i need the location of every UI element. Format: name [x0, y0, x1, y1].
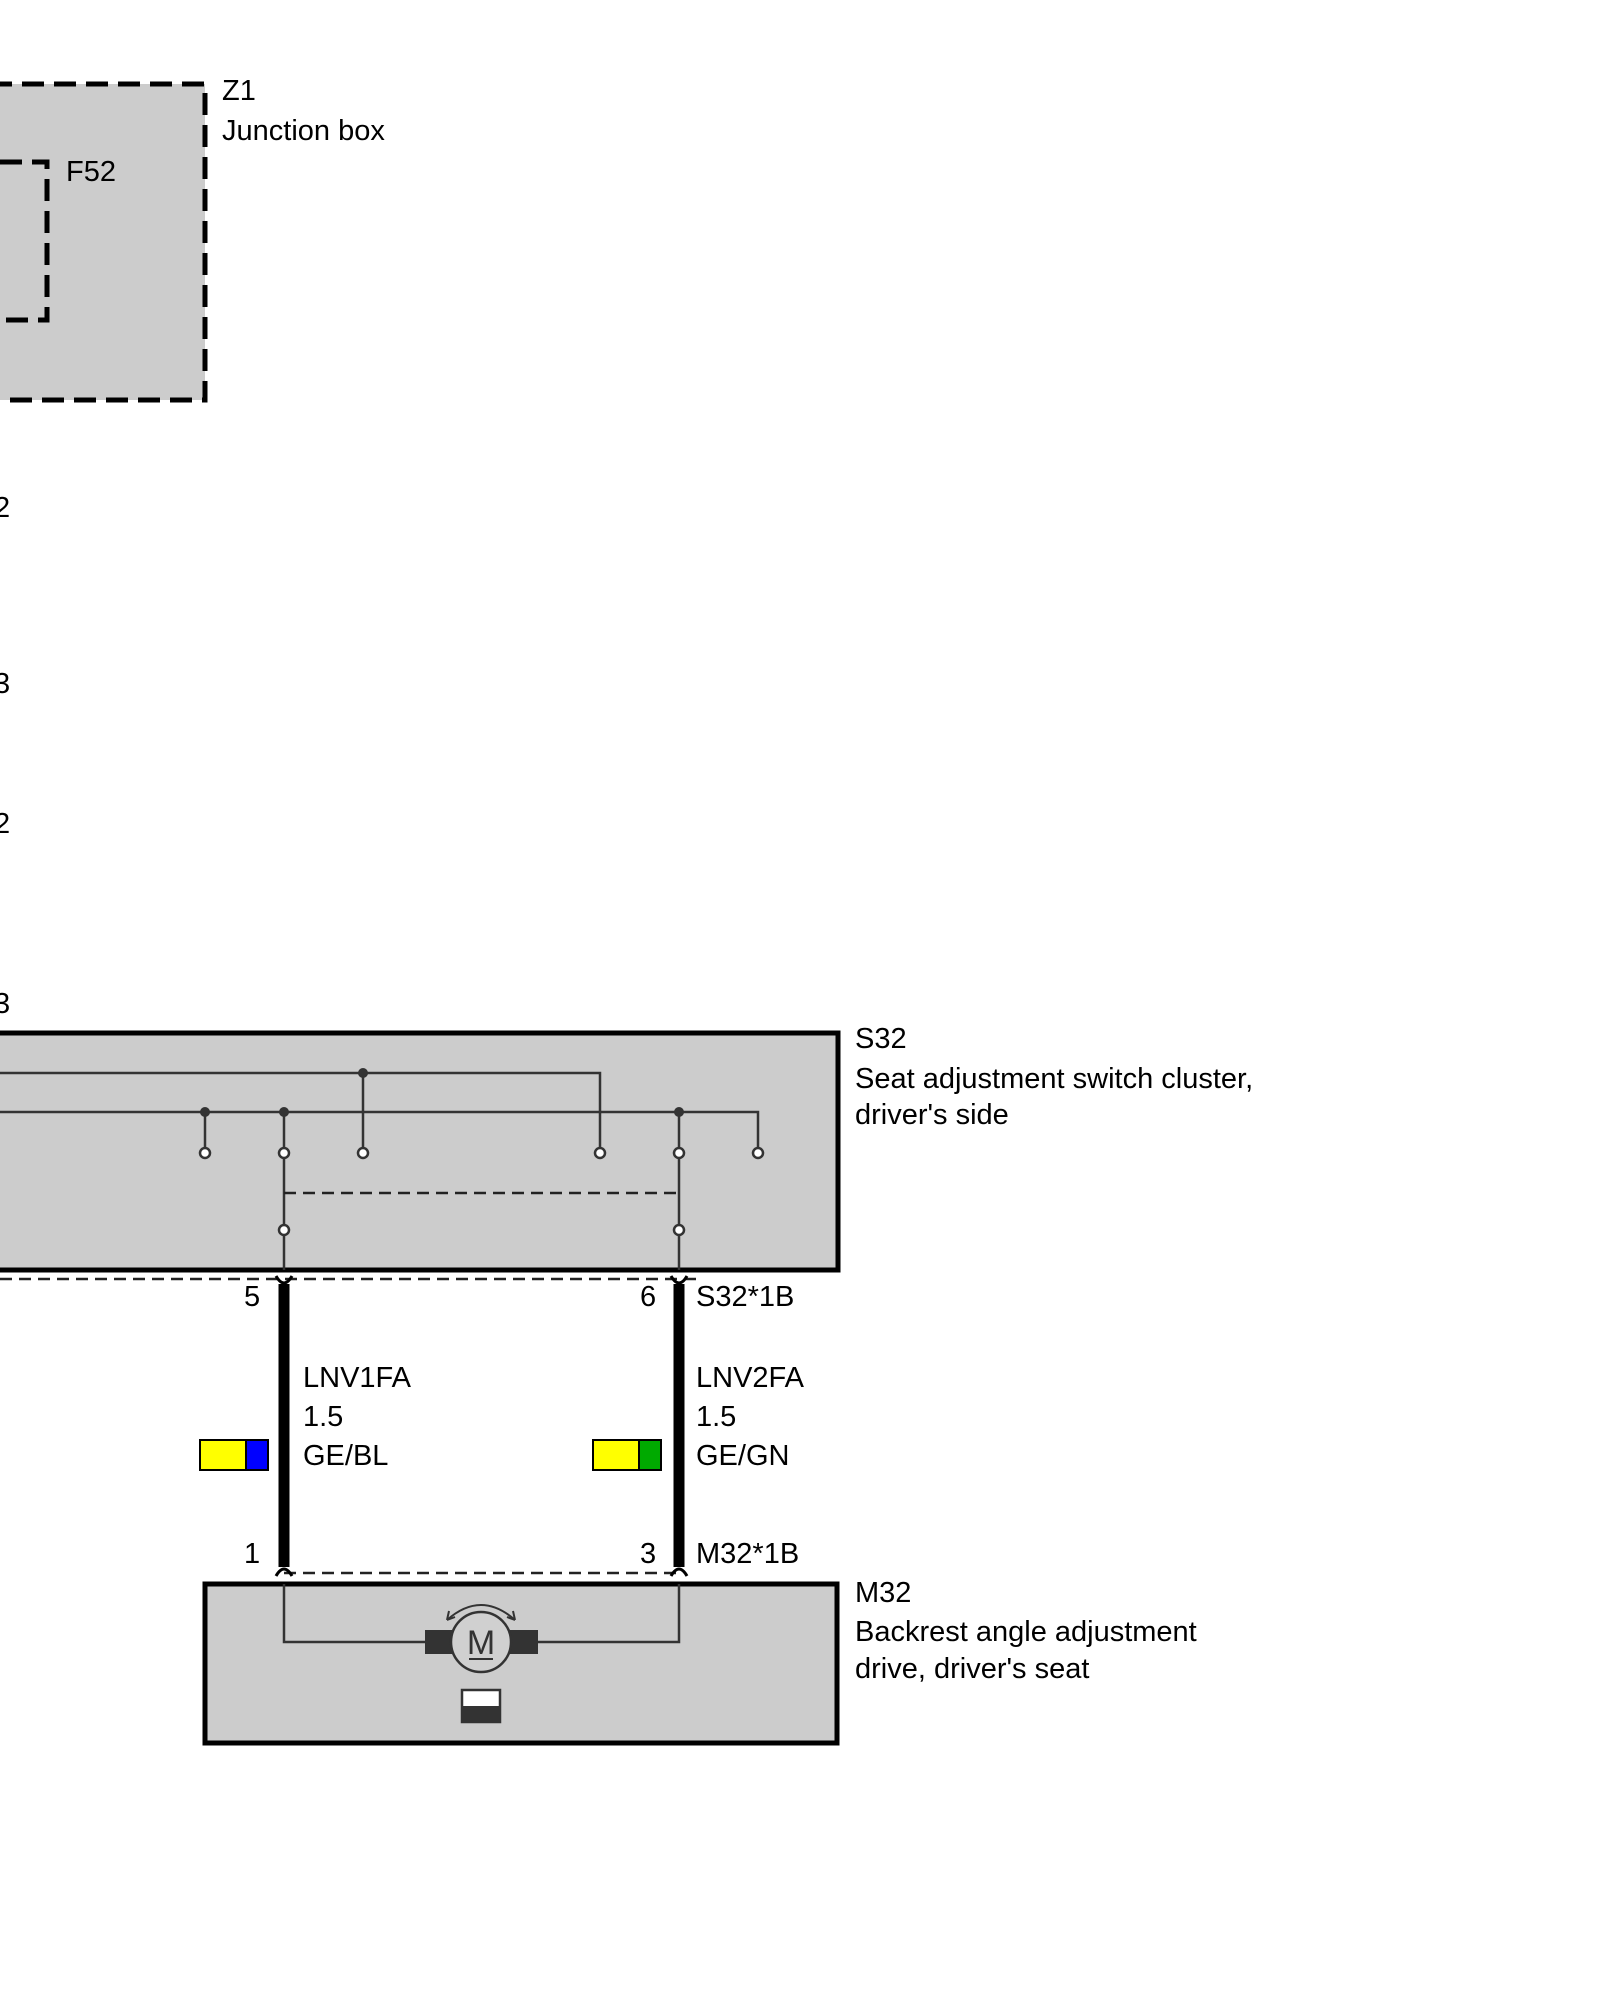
fuse-label: F52 [66, 156, 116, 188]
motor-icon: M [425, 1604, 538, 1674]
switch-contact [277, 1223, 291, 1237]
switch-cluster-name: Seat adjustment switch cluster, [855, 1063, 1253, 1095]
switch-cluster-id: S32 [855, 1023, 907, 1055]
fuse-f52-outline [0, 159, 50, 323]
wire-stripe-swatch [245, 1439, 269, 1471]
wire-color-code: GE/GN [696, 1440, 789, 1472]
connector-m32-1b: 1 3 M32*1B [244, 1538, 799, 1577]
wire-lnv1fa: LNV1FA 1.5 GE/BL [199, 1284, 412, 1567]
pin-label: 6 [640, 1281, 656, 1313]
junction-box-frame [0, 81, 208, 403]
switch-contact [672, 1146, 686, 1160]
pin-label: 1 [244, 1538, 260, 1570]
connector-label: M32*1B [696, 1538, 799, 1570]
left-cut-label: 3 [0, 988, 10, 1020]
connector-label: S32*1B [696, 1281, 794, 1313]
left-cut-label: 3 [0, 668, 10, 700]
connector-s32-1b: 5 6 S32*1B [0, 1275, 794, 1313]
motor-m32: M M32 Backrest angle adjustment drive, d… [202, 1577, 1197, 1746]
left-cut-label: 2 [0, 492, 10, 524]
motor-name: Backrest angle adjustment [855, 1616, 1197, 1648]
motor-id: M32 [855, 1577, 911, 1609]
wire-cross-section: 1.5 [696, 1401, 736, 1433]
junction-box: Z1 Junction box F52 [0, 75, 385, 403]
switch-contact [277, 1146, 291, 1160]
wire-lnv2fa: LNV2FA 1.5 GE/GN [592, 1284, 805, 1567]
switch-internal-wiring [0, 1068, 765, 1270]
sensor-icon [460, 1688, 502, 1724]
switch-cluster: S32 Seat adjustment switch cluster, driv… [0, 1023, 1253, 1273]
junction-box-name: Junction box [222, 115, 385, 147]
motor-frame [202, 1581, 840, 1746]
wire-code: LNV2FA [696, 1362, 805, 1394]
motor-symbol-letter: M [467, 1624, 495, 1662]
pin-label: 3 [640, 1538, 656, 1570]
switch-contact [751, 1146, 765, 1160]
left-cut-labels: 2 3 2 3 [0, 492, 10, 1020]
wire-color-swatch [592, 1439, 640, 1471]
wire-code: LNV1FA [303, 1362, 412, 1394]
switch-contact [672, 1223, 686, 1237]
switch-cluster-frame [0, 1030, 841, 1273]
pin-label: 5 [244, 1281, 260, 1313]
wire-stripe-swatch [638, 1439, 662, 1471]
switch-contact [593, 1146, 607, 1160]
switch-contact [356, 1146, 370, 1160]
junction-box-id: Z1 [222, 75, 256, 107]
wire-color-code: GE/BL [303, 1440, 388, 1472]
wire-cross-section: 1.5 [303, 1401, 343, 1433]
left-cut-label: 2 [0, 808, 10, 840]
motor-name-2: drive, driver's seat [855, 1653, 1089, 1685]
switch-contact [198, 1146, 212, 1160]
wire-color-swatch [199, 1439, 247, 1471]
switch-cluster-name-2: driver's side [855, 1099, 1009, 1131]
